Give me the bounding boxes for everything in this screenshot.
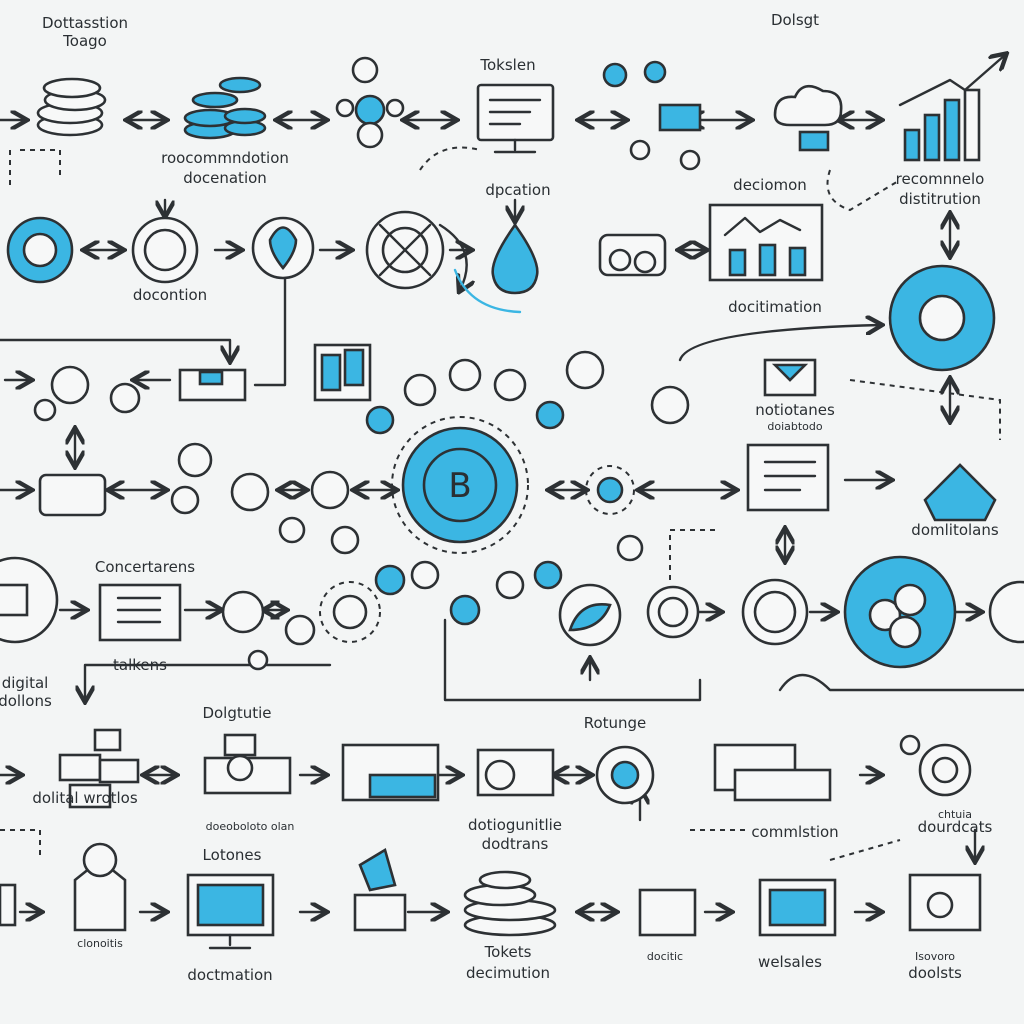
- shield-token-node[interactable]: [73, 842, 127, 932]
- edge-coin-node[interactable]: [988, 580, 1024, 644]
- gear-network-node[interactable]: [365, 210, 445, 290]
- label-token: Tokslen: [479, 56, 535, 74]
- handshake-node[interactable]: [38, 473, 107, 517]
- label-decimution: decimution: [466, 964, 550, 982]
- label-lotones: Lotones: [203, 846, 262, 864]
- label-budget: Dolsgt: [771, 11, 819, 29]
- label-dpcation: dpcation: [485, 181, 550, 199]
- token-monitor-node[interactable]: [476, 83, 555, 154]
- center-bitcoin-hub[interactable]: B: [391, 416, 529, 554]
- label-digital: digital: [2, 674, 49, 692]
- wallet-cluster-node[interactable]: [602, 60, 702, 171]
- document-node[interactable]: [746, 443, 830, 512]
- email-node[interactable]: [763, 358, 817, 397]
- label-isovoro: Isovoro: [915, 950, 955, 963]
- coin-pile-node[interactable]: [843, 555, 957, 669]
- label-distribution-1: recomnnelo: [896, 170, 985, 188]
- bitcoin-symbol: B: [448, 466, 471, 506]
- hub-satellite-coins: [278, 350, 690, 626]
- transfer-node[interactable]: [319, 581, 381, 643]
- gem-box-node[interactable]: [353, 848, 407, 932]
- label-concertarens: Concertarens: [95, 558, 195, 576]
- mail-node[interactable]: [908, 873, 982, 932]
- label-dolital-wrotlos: dolital wrotlos: [32, 789, 138, 807]
- label-docitic: docitic: [647, 950, 683, 963]
- label-top-left-1: Dottasstion: [42, 14, 128, 32]
- label-commlstion: commlstion: [751, 823, 838, 841]
- cyan-coin-stack-node[interactable]: [183, 76, 267, 140]
- label-docitimation: docitimation: [728, 298, 822, 316]
- wallet-node[interactable]: [178, 368, 247, 402]
- cube-stack-node[interactable]: [58, 728, 140, 809]
- coin-box-node[interactable]: [476, 748, 555, 797]
- growth-bar-chart-icon: [898, 55, 1005, 162]
- label-doctmation: doctmation: [187, 966, 272, 984]
- label-notiotanes-sub: doiabtodo: [767, 420, 823, 433]
- cash-box-node[interactable]: [341, 743, 440, 802]
- dollar-coin-node[interactable]: [131, 216, 199, 284]
- label-dolgtutie: Dolgtutie: [202, 704, 271, 722]
- label-dollons: dollons: [0, 692, 52, 710]
- diagram-labels: Dottasstion Toago Tokslen Dolsgt roocomm…: [0, 11, 999, 984]
- label-chtuia: chtuia: [938, 808, 972, 821]
- coin-tower-node[interactable]: [463, 870, 557, 937]
- label-rotunge: Rotunge: [584, 714, 647, 732]
- coin-node[interactable]: [221, 590, 316, 671]
- cash-register-node[interactable]: [598, 233, 667, 277]
- label-doolsts: doolsts: [908, 964, 962, 982]
- envelope-node[interactable]: [923, 463, 997, 522]
- gear-coin-node[interactable]: [595, 745, 655, 805]
- circuit-coin-node[interactable]: [0, 556, 59, 644]
- desktop-node[interactable]: [186, 873, 275, 950]
- label-domlitolans: domlitolans: [911, 521, 999, 539]
- label-welsales: welsales: [758, 953, 822, 971]
- label-dourdcats: dourdcats: [918, 818, 993, 836]
- cloud-budget-node[interactable]: [773, 84, 843, 152]
- bitcoin-coin-node[interactable]: [646, 585, 700, 639]
- label-tokets: Tokets: [484, 943, 532, 961]
- infinity-coin-node[interactable]: [741, 578, 809, 646]
- bank-notes-node[interactable]: [713, 743, 832, 802]
- box-node[interactable]: [0, 883, 17, 927]
- label-docontion: docontion: [133, 286, 207, 304]
- label-doeoboloto: doeoboloto olan: [206, 820, 295, 833]
- leaf-token-node[interactable]: [558, 583, 622, 647]
- liquidity-drop-node[interactable]: [491, 222, 539, 295]
- label-notiotanes: notiotanes: [755, 401, 835, 419]
- token-wheel-node[interactable]: [899, 734, 972, 797]
- screen-node[interactable]: [758, 878, 837, 937]
- chart-monitor-node[interactable]: [708, 203, 824, 282]
- ledger-node[interactable]: [98, 583, 182, 642]
- label-dotiogunitlie: dotiogunitlie: [468, 816, 562, 834]
- network-nodes-icon: [335, 56, 405, 149]
- distribution-hub-node[interactable]: [888, 264, 996, 372]
- coin-pair-node[interactable]: [33, 365, 141, 422]
- label-deciomon: deciomon: [733, 176, 807, 194]
- package-node[interactable]: [638, 888, 697, 937]
- label-recommendation-2: docenation: [183, 169, 267, 187]
- document-cyan-node[interactable]: [313, 343, 372, 402]
- coin-stack-node[interactable]: [36, 77, 107, 137]
- label-talkens: talkens: [113, 656, 167, 674]
- label-recommendation-1: roocommndotion: [161, 149, 289, 167]
- brick-stack-node[interactable]: [203, 733, 292, 795]
- label-dodtrans: dodtrans: [482, 835, 549, 853]
- label-top-left-2: Toago: [62, 32, 107, 50]
- exchange-node[interactable]: [170, 442, 270, 515]
- cyan-coin-node[interactable]: [6, 216, 74, 284]
- pin-node[interactable]: [251, 216, 315, 280]
- label-clonoitis: clonoitis: [77, 937, 123, 950]
- label-distribution-2: distitrution: [899, 190, 981, 208]
